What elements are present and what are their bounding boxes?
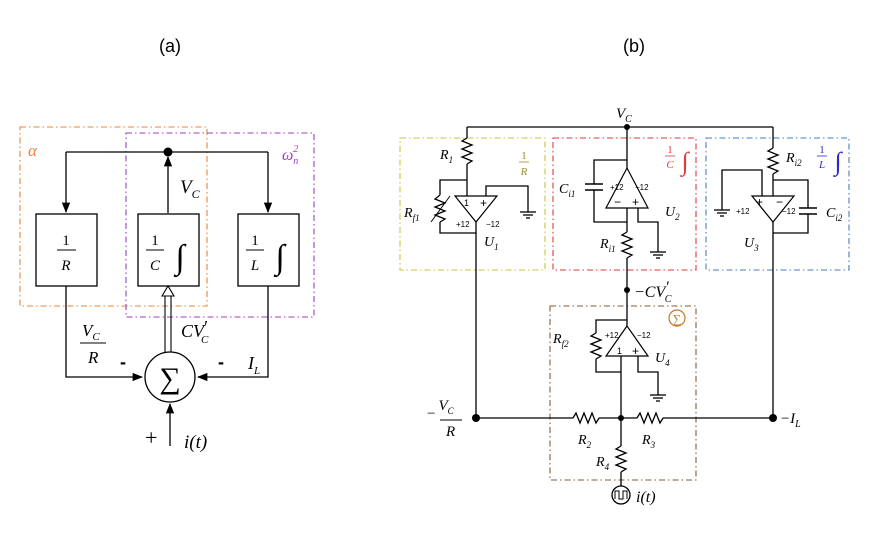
alpha-label: α	[28, 141, 38, 160]
svg-text:+: +	[632, 195, 639, 209]
u3-label: U3	[744, 236, 759, 253]
svg-text:−12: −12	[635, 183, 649, 192]
svg-text:+12: +12	[736, 207, 750, 216]
svg-text:1: 1	[667, 144, 673, 156]
r2-label: R2	[577, 433, 592, 450]
u4-label: U4	[655, 351, 670, 368]
neg-vc-over-r-label: −VC	[427, 398, 455, 422]
svg-text:−12: −12	[486, 220, 500, 229]
omega-region	[125, 132, 315, 318]
minus-sign-right: -	[218, 352, 224, 372]
svg-text:1: 1	[464, 198, 469, 208]
svg-text:+: +	[480, 196, 487, 210]
block-1-over-c-integral	[137, 213, 200, 287]
svg-text:1: 1	[819, 144, 825, 156]
ci1-label: Ci1	[559, 182, 575, 199]
l-integrator-stage-box	[705, 137, 850, 271]
junction-dot	[163, 147, 173, 157]
svg-text:+12: +12	[610, 183, 624, 192]
vc-rail-label: VC	[616, 106, 632, 125]
svg-text:C: C	[150, 258, 161, 274]
svg-text:C: C	[666, 159, 674, 171]
svg-text:1: 1	[62, 233, 70, 249]
plus-sign: +	[145, 425, 157, 450]
svg-text:−: −	[776, 195, 783, 209]
sum-tag: ∑	[673, 312, 682, 326]
r1-label: R1	[439, 148, 453, 165]
svg-text:∑: ∑	[159, 362, 180, 395]
input-label-a: i(t)	[184, 432, 207, 453]
ci2-label: Ci2	[826, 206, 843, 223]
svg-text:R: R	[520, 166, 528, 178]
vc-label: VC	[180, 177, 201, 201]
svg-text:−12: −12	[637, 331, 651, 340]
svg-text:∫: ∫	[679, 147, 690, 177]
summing-junction	[144, 351, 196, 403]
ri1-label: Ri1	[599, 237, 616, 254]
panel-b-label: (b)	[623, 36, 645, 56]
input-label-b: i(t)	[636, 489, 656, 506]
panel-a-label: (a)	[159, 36, 181, 56]
r4-label: R4	[595, 455, 610, 472]
svg-text:L: L	[818, 159, 825, 171]
svg-text:+12: +12	[605, 331, 619, 340]
alpha-region	[19, 126, 208, 307]
ri2-label: Ri2	[785, 151, 802, 168]
svg-text:R: R	[445, 424, 455, 440]
minus-sign-left: -	[120, 352, 126, 372]
svg-text:−: −	[614, 195, 621, 209]
u2-label: U2	[665, 205, 680, 222]
u1-label: U1	[484, 235, 499, 252]
inverse-r-stage-box	[399, 137, 546, 271]
block-diagram-a: α ωn2 1 R 1 C ∫ 1 L ∫ VC	[19, 126, 315, 453]
svg-text:∫: ∫	[173, 239, 187, 278]
svg-text:R: R	[60, 258, 70, 274]
r3-label: R3	[641, 433, 656, 450]
svg-text:∫: ∫	[273, 239, 287, 278]
svg-text:−12: −12	[782, 207, 796, 216]
svg-text:1: 1	[151, 233, 159, 249]
svg-text:∫: ∫	[832, 147, 843, 177]
omega-label: ωn2	[282, 144, 298, 167]
opamp-u4	[604, 324, 650, 357]
circuit-diagram-b: 1 R 1 C ∫ 1 L ∫ ∑ VC R1 1 + +12 −12 U1 R…	[399, 106, 850, 506]
neg-il-label: −IL	[780, 411, 801, 430]
svg-text:1: 1	[617, 346, 622, 356]
svg-text:R: R	[87, 348, 99, 367]
neg-cvc-label: −CV′C	[634, 279, 672, 305]
rf2-label: Rf2	[552, 332, 569, 349]
svg-text:+: +	[756, 195, 763, 209]
svg-text:+: +	[632, 344, 639, 358]
rf1-label: Rf1	[403, 206, 420, 223]
opamp-u1	[453, 195, 499, 223]
svg-text:1: 1	[521, 150, 527, 162]
il-label: IL	[247, 353, 260, 377]
svg-text:L: L	[250, 258, 259, 274]
svg-text:+12: +12	[456, 220, 470, 229]
summing-stage-box	[549, 305, 697, 481]
c-integrator-stage-box	[552, 137, 697, 271]
cvc-prime-label: CV′C	[181, 317, 209, 346]
svg-text:1: 1	[251, 233, 259, 249]
vc-over-r-label: VC	[82, 321, 100, 343]
